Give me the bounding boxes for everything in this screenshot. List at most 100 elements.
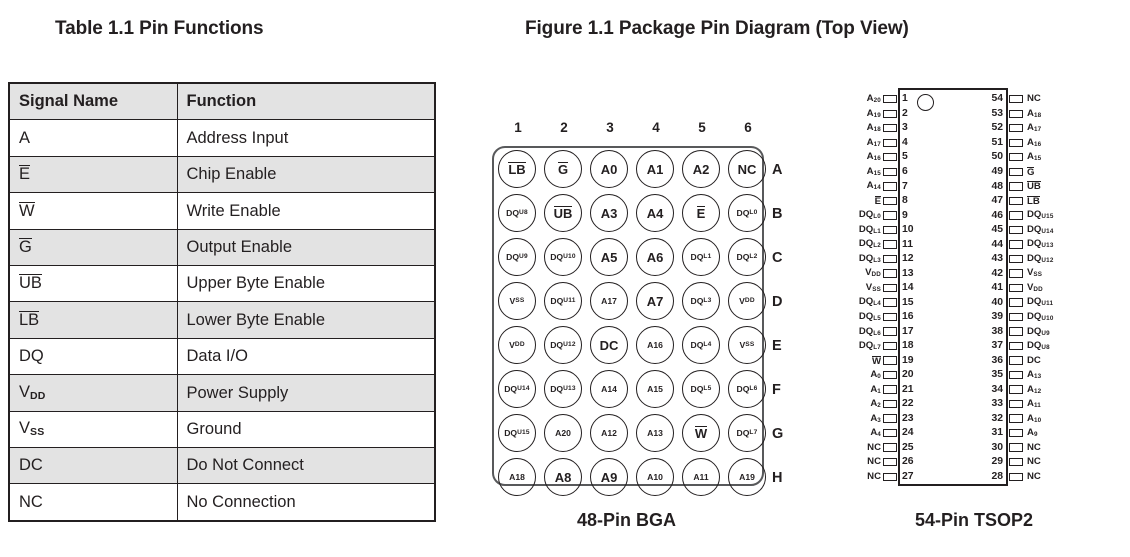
tsop-lead: [1009, 138, 1023, 147]
tsop-pin-number: 4: [902, 136, 908, 148]
tsop-pin-label: A18: [866, 122, 881, 134]
tsop-pin-label: A17: [1027, 122, 1042, 134]
tsop-pin-label: DQL3: [858, 252, 881, 264]
bga-ball: W: [682, 414, 720, 452]
tsop-pin-number: 21: [902, 383, 914, 395]
figure-heading: Figure 1.1 Package Pin Diagram (Top View…: [525, 18, 909, 39]
tsop-lead: [883, 167, 897, 176]
cell-function: Output Enable: [176, 228, 436, 266]
tsop-lead: [1009, 196, 1023, 206]
tsop-pin-number: 15: [902, 296, 914, 308]
tsop-pin-label: DQU10: [1027, 311, 1054, 322]
tsop-pin-label: NC: [1027, 441, 1041, 453]
tsop-pin-label: A10: [1027, 412, 1042, 424]
tsop-pin-label: NC: [867, 441, 881, 453]
tsop-lead: [883, 269, 897, 278]
tsop-pin-number: 45: [991, 224, 1003, 236]
cell-function: Lower Byte Enable: [176, 301, 436, 339]
tsop-lead: [1009, 428, 1023, 438]
tsop-pin-label: DQU11: [1027, 296, 1054, 308]
tsop-pin-label: A3: [870, 412, 881, 424]
bga-column-number: 2: [560, 120, 568, 135]
column-header-function: Function: [176, 82, 436, 121]
cell-signal-name: VSS: [8, 410, 178, 448]
tsop-pin-number: 41: [991, 282, 1003, 294]
tsop-pin-label: DC: [1027, 354, 1041, 366]
tsop-pin-label: A11: [1027, 398, 1041, 410]
tsop-lead: [883, 283, 897, 293]
tsop-lead: [883, 95, 897, 104]
tsop-lead: [1009, 182, 1023, 191]
bga-ball: A17: [590, 282, 628, 320]
tsop-pin-number: 44: [991, 238, 1003, 250]
tsop-pin-label: VSS: [865, 281, 881, 293]
tsop-pin-number: 33: [991, 398, 1003, 410]
tsop-pin-label: VDD: [1027, 281, 1043, 293]
tsop-pin-number: 40: [991, 296, 1003, 308]
bga-ball: A16: [636, 326, 674, 364]
bga-ball: UB: [544, 194, 582, 232]
tsop-pin-label: DQL4: [858, 296, 881, 308]
tsop-caption: 54-Pin TSOP2: [915, 510, 1034, 530]
bga-row-letter: H: [772, 470, 783, 486]
tsop-pin-number: 36: [991, 354, 1003, 366]
tsop-pin-label: DQU15: [1027, 209, 1054, 221]
tsop-lead: [1009, 211, 1023, 220]
tsop-pin-label: A9: [1027, 427, 1038, 439]
tsop-pin-number: 48: [991, 180, 1003, 192]
bga-ball: A5: [590, 238, 628, 276]
tsop-pin-number: 22: [902, 398, 914, 410]
tsop-lead: [1009, 109, 1023, 118]
cell-function: Chip Enable: [176, 155, 436, 194]
bga-ball: A18: [498, 458, 536, 496]
tsop-pin-number: 17: [902, 325, 914, 337]
bga-ball: A9: [590, 458, 628, 496]
tsop-pin-label: VDD: [865, 267, 881, 279]
tsop-pin-label: E: [874, 195, 881, 207]
tsop-pin-number: 34: [991, 383, 1003, 395]
bga-ball: A13: [636, 414, 674, 452]
tsop-pin-number: 28: [991, 470, 1003, 482]
bga-row-letter: C: [772, 250, 783, 266]
tsop-pin-number: 13: [902, 267, 914, 279]
tsop-lead: [883, 341, 897, 351]
bga-ball: A4: [636, 194, 674, 232]
tsop-lead: [883, 109, 897, 118]
tsop-pin-number: 49: [991, 166, 1003, 177]
bga-ball: A7: [636, 282, 674, 320]
tsop-lead: [883, 458, 897, 467]
tsop-lead: [1009, 312, 1023, 322]
tsop-pin-label: UB: [1027, 181, 1041, 193]
bga-column-number: 3: [606, 120, 614, 135]
tsop-pin-number: 23: [902, 412, 914, 424]
tsop-lead: [883, 472, 897, 481]
table-heading: Table 1.1 Pin Functions: [55, 18, 264, 39]
tsop-pin-label: A16: [866, 151, 881, 163]
bga-ball: A8: [544, 458, 582, 496]
tsop-pin-label: A14: [866, 180, 881, 192]
tsop-pin-number: 8: [902, 195, 908, 207]
tsop-pin-label: DQL5: [858, 311, 881, 322]
tsop-lead: [883, 370, 897, 380]
tsop-pin-number: 1: [902, 93, 908, 105]
bga-ball: A3: [590, 194, 628, 232]
bga-ball: A19: [728, 458, 766, 496]
bga-row-letter: E: [772, 338, 782, 354]
tsop-lead: [1009, 385, 1023, 394]
cell-signal-name: W: [8, 192, 178, 230]
tsop-lead: [1009, 124, 1023, 133]
